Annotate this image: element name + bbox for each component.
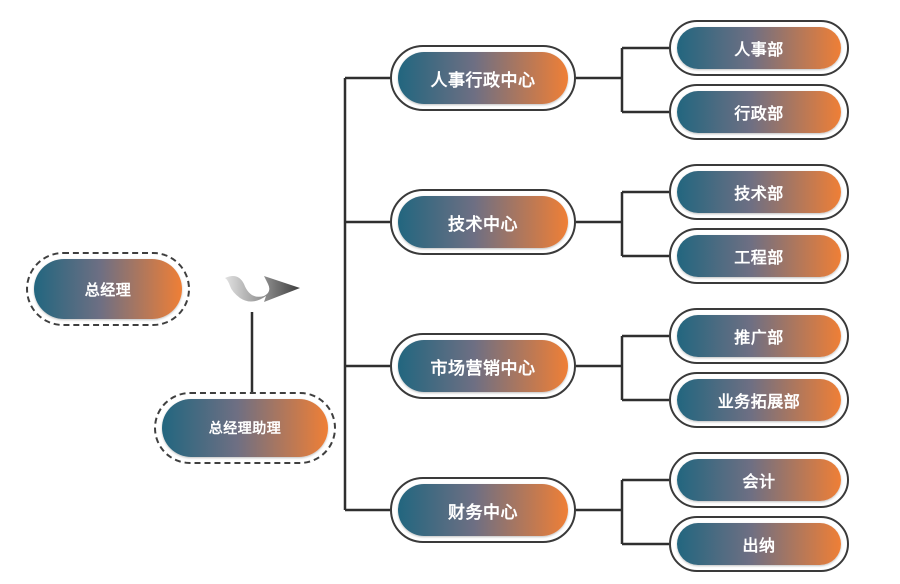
dept-node-label: 推广部 (677, 315, 841, 357)
dept-node-label: 会计 (677, 459, 841, 501)
assistant-node: 总经理助理 (154, 392, 336, 464)
root-node-label: 总经理 (34, 259, 182, 319)
center-node-label: 财务中心 (398, 484, 568, 536)
center-node-finance: 财务中心 (390, 477, 576, 543)
dept-node-engineering: 工程部 (669, 228, 849, 284)
dept-node-label: 业务拓展部 (677, 379, 841, 421)
dept-node-admin: 行政部 (669, 84, 849, 140)
dept-node-label: 出纳 (677, 523, 841, 565)
dept-node-tech: 技术部 (669, 164, 849, 220)
dept-node-label: 技术部 (677, 171, 841, 213)
dept-node-cashier: 出纳 (669, 516, 849, 572)
dept-node-hr: 人事部 (669, 20, 849, 76)
dept-node-promotion: 推广部 (669, 308, 849, 364)
center-node-tech: 技术中心 (390, 189, 576, 255)
center-node-marketing: 市场营销中心 (390, 333, 576, 399)
dept-node-label: 行政部 (677, 91, 841, 133)
flow-arrow-icon (225, 276, 300, 302)
center-node-label: 技术中心 (398, 196, 568, 248)
dept-node-label: 人事部 (677, 27, 841, 69)
center-node-hr-admin: 人事行政中心 (390, 45, 576, 111)
center-node-label: 市场营销中心 (398, 340, 568, 392)
dept-node-label: 工程部 (677, 235, 841, 277)
assistant-node-label: 总经理助理 (162, 399, 328, 457)
dept-node-accounting: 会计 (669, 452, 849, 508)
root-node: 总经理 (26, 252, 190, 326)
dept-node-bizdev: 业务拓展部 (669, 372, 849, 428)
center-node-label: 人事行政中心 (398, 52, 568, 104)
